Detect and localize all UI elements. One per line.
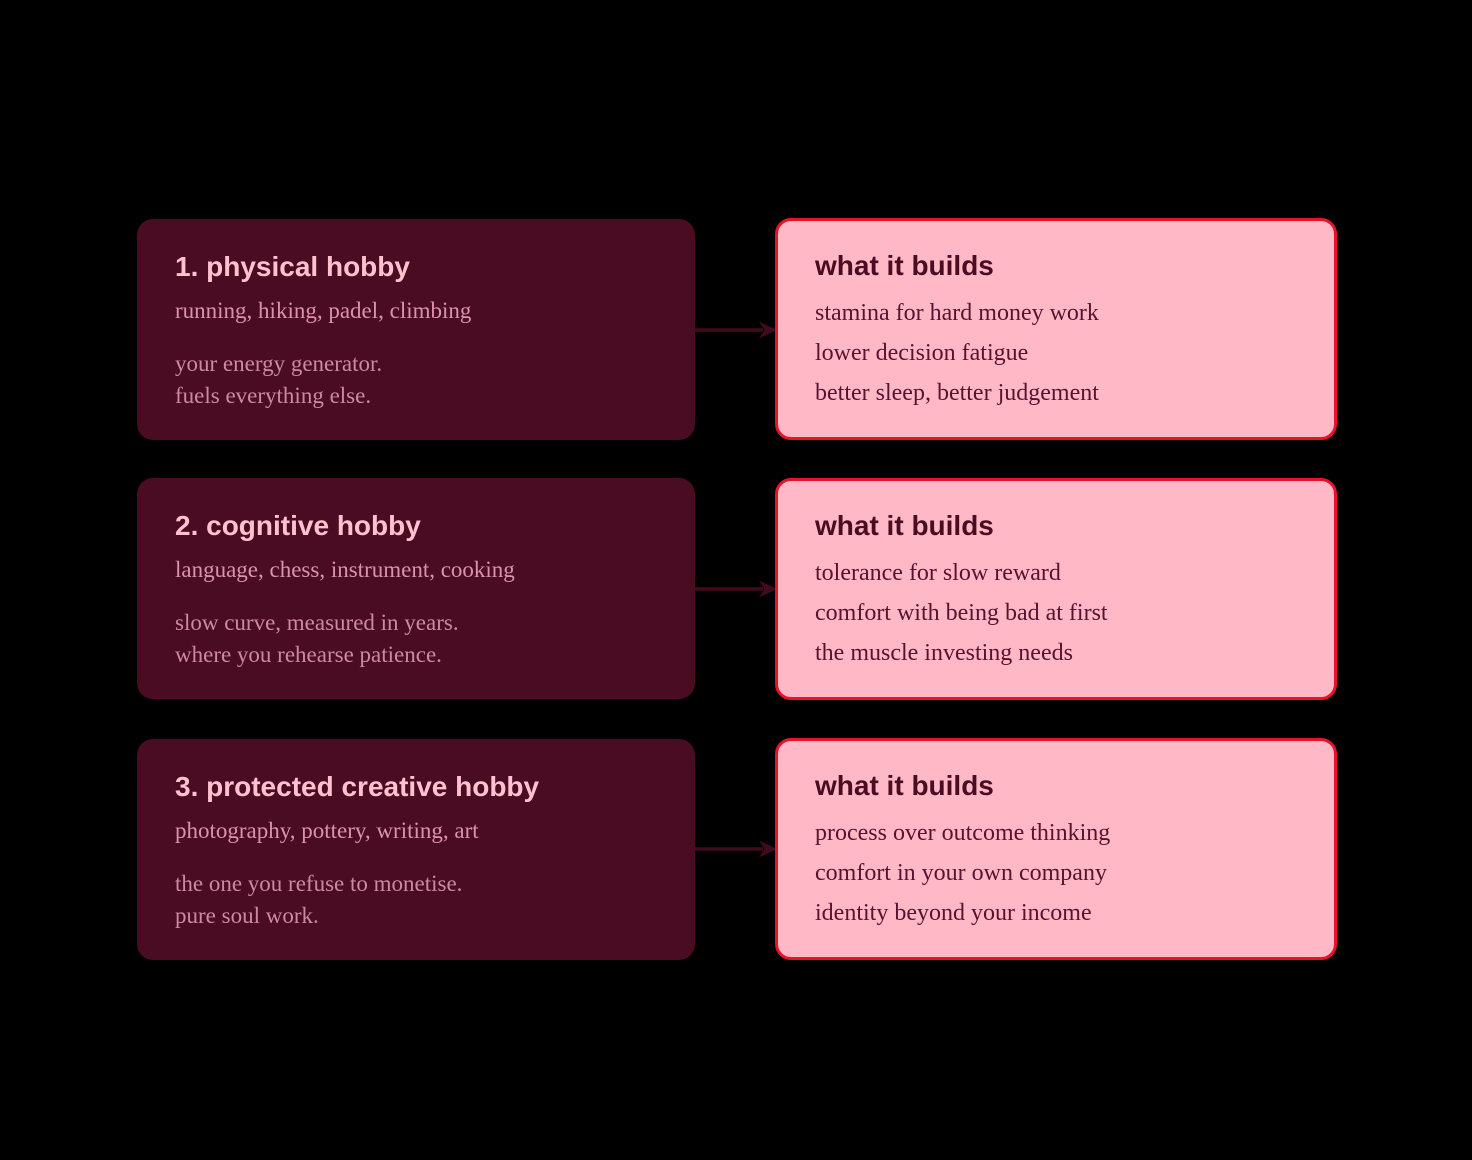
hobby-card-description-line: fuels everything else. bbox=[175, 383, 372, 408]
builds-card-item: better sleep, better judgement bbox=[815, 380, 1099, 406]
hobby-card-creative: 3. protected creative hobby photography,… bbox=[137, 739, 695, 960]
hobby-card-examples: running, hiking, padel, climbing bbox=[175, 298, 472, 323]
hobby-card-description-line: the one you refuse to monetise. bbox=[175, 871, 463, 896]
builds-card-item: the muscle investing needs bbox=[815, 640, 1073, 666]
builds-card-item: stamina for hard money work bbox=[815, 300, 1099, 326]
builds-card-cognitive: what it builds tolerance for slow reward… bbox=[775, 478, 1337, 700]
hobby-card-title: 3. protected creative hobby bbox=[175, 771, 540, 802]
hobby-card-cognitive: 2. cognitive hobby language, chess, inst… bbox=[137, 478, 695, 699]
builds-card-item: comfort with being bad at first bbox=[815, 600, 1108, 626]
builds-card-item: lower decision fatigue bbox=[815, 340, 1029, 366]
hobby-card-description-line: where you rehearse patience. bbox=[175, 642, 442, 667]
hobby-card-title: 1. physical hobby bbox=[175, 251, 410, 282]
hobby-card-description-line: slow curve, measured in years. bbox=[175, 610, 459, 635]
right-arrow-connector bbox=[695, 321, 777, 339]
hobby-card-physical: 1. physical hobby running, hiking, padel… bbox=[137, 219, 695, 440]
hobby-card-examples: photography, pottery, writing, art bbox=[175, 818, 479, 843]
builds-card-title: what it builds bbox=[815, 770, 994, 801]
right-arrow-connector bbox=[695, 580, 777, 598]
builds-card-title: what it builds bbox=[815, 510, 994, 541]
builds-card-title: what it builds bbox=[815, 250, 994, 281]
builds-card-item: comfort in your own company bbox=[815, 860, 1107, 886]
hobby-card-examples: language, chess, instrument, cooking bbox=[175, 557, 515, 582]
builds-card-item: process over outcome thinking bbox=[815, 820, 1111, 846]
right-arrow-connector bbox=[695, 840, 777, 858]
builds-card-physical: what it builds stamina for hard money wo… bbox=[775, 218, 1337, 440]
builds-card-creative: what it builds process over outcome thin… bbox=[775, 738, 1337, 960]
hobby-card-description-line: your energy generator. bbox=[175, 351, 383, 376]
hobby-card-description-line: pure soul work. bbox=[175, 903, 319, 928]
builds-card-item: tolerance for slow reward bbox=[815, 560, 1061, 586]
hobby-card-title: 2. cognitive hobby bbox=[175, 510, 421, 541]
builds-card-item: identity beyond your income bbox=[815, 900, 1092, 926]
